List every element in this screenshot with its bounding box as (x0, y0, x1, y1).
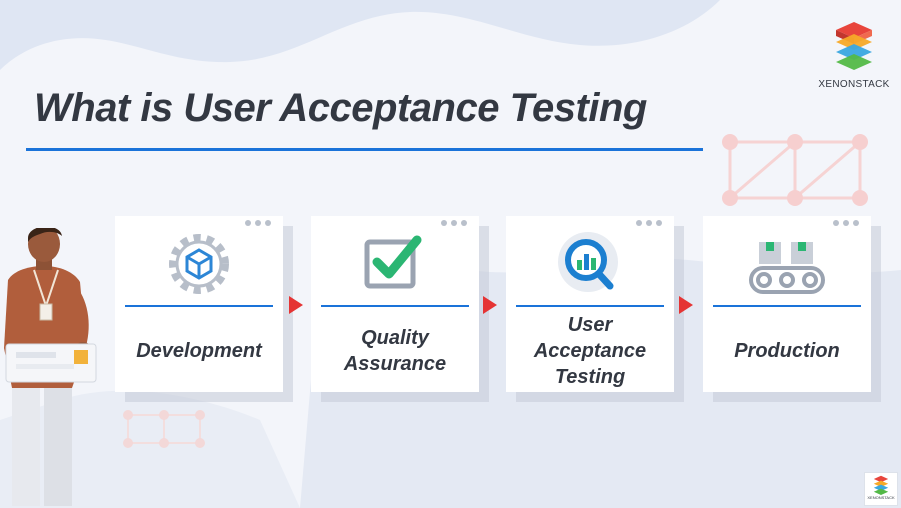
more-dots-icon (829, 213, 863, 226)
card-rule (713, 305, 861, 307)
watermark-logo: XENONSTACK (864, 472, 898, 506)
page-title: What is User Acceptance Testing (34, 86, 647, 130)
stage-card-production: Production (703, 216, 871, 392)
lattice-decoration-left (123, 410, 205, 448)
stage-label: Quality Assurance (343, 327, 447, 375)
lattice-decoration-right (722, 134, 868, 206)
stage-label: User Acceptance Testing (533, 314, 647, 388)
more-dots-icon (632, 213, 666, 226)
flow-arrow-icon (289, 296, 303, 314)
title-underline (26, 148, 703, 151)
stage-label: Production (734, 340, 840, 362)
more-dots-icon (437, 213, 471, 226)
xenonstack-layers-logo (873, 475, 889, 495)
card-rule (516, 305, 664, 307)
watermark-brand-name: XENONSTACK (867, 495, 895, 500)
person-illustration (4, 228, 97, 506)
brand-name: XENONSTACK (818, 79, 890, 90)
stage-card-development: Development (115, 216, 283, 392)
stage-card-user-acceptance-testing: User Acceptance Testing (506, 216, 674, 392)
more-dots-icon (241, 213, 275, 226)
stage-card-quality-assurance: Quality Assurance (311, 216, 479, 392)
gear-cube-icon (169, 234, 229, 294)
brand-logo: XENONSTACK (814, 20, 894, 90)
magnifier-chart-icon (558, 232, 618, 292)
checkbox-check-icon (364, 235, 422, 289)
conveyor-belt-icon (749, 242, 825, 294)
xenonstack-layers-logo (836, 22, 872, 70)
flow-arrow-icon (483, 296, 497, 314)
stage-label: Development (136, 340, 262, 362)
card-rule (321, 305, 469, 307)
flow-arrow-icon (679, 296, 693, 314)
card-rule (125, 305, 273, 307)
